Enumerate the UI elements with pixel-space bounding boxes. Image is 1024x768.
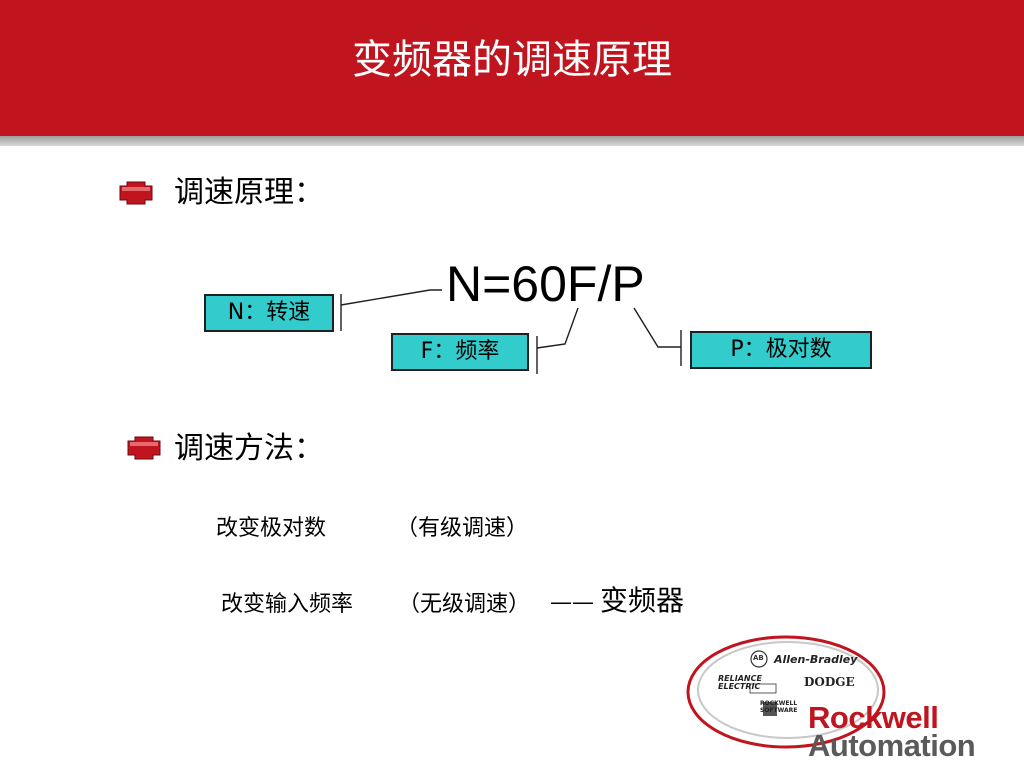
section-heading-principle: 调速原理： — [174, 175, 324, 210]
method-frequency-note: （无级调速） — [398, 592, 531, 617]
label-speed: N：转速 — [204, 294, 334, 332]
speed-formula: N=60F/P — [446, 256, 645, 312]
title-bar-divider — [0, 136, 1024, 146]
rockwell-automation-logo: AB Allen-Bradley RELIANCE ELECTRIC DODGE… — [686, 630, 1016, 763]
bullet-icon — [119, 181, 153, 205]
connector-n — [340, 289, 442, 306]
method-dash: —— — [550, 590, 594, 615]
brand-rockwell: Rockwell — [808, 700, 939, 735]
method-pole-pairs: 改变极对数 — [216, 516, 327, 541]
brand-automation: Automation — [808, 728, 976, 763]
brand-reliance-1: RELIANCE — [718, 674, 762, 683]
bullet-icon — [127, 436, 161, 460]
label-frequency: F：频率 — [391, 333, 529, 371]
slide-title: 变频器的调速原理 — [352, 37, 672, 83]
brand-reliance-2: ELECTRIC — [718, 682, 761, 691]
title-bar — [0, 0, 1024, 136]
method-pole-pairs-note: （有级调速） — [396, 516, 529, 541]
label-pole-pairs: P：极对数 — [690, 331, 872, 369]
method-frequency: 改变输入频率 — [221, 592, 354, 617]
brand-dodge: DODGE — [804, 675, 855, 689]
logo-swoosh — [686, 635, 886, 749]
brand-software-1: ROCKWELL — [760, 700, 798, 707]
connector-f — [536, 307, 579, 349]
brand-allen-bradley: Allen-Bradley — [774, 653, 858, 666]
ab-badge: AB — [753, 654, 764, 662]
connector-p — [633, 307, 681, 348]
method-result: 变频器 — [600, 584, 685, 617]
section-heading-method: 调速方法： — [174, 431, 324, 466]
brand-software-2: SOFTWARE — [760, 707, 798, 714]
